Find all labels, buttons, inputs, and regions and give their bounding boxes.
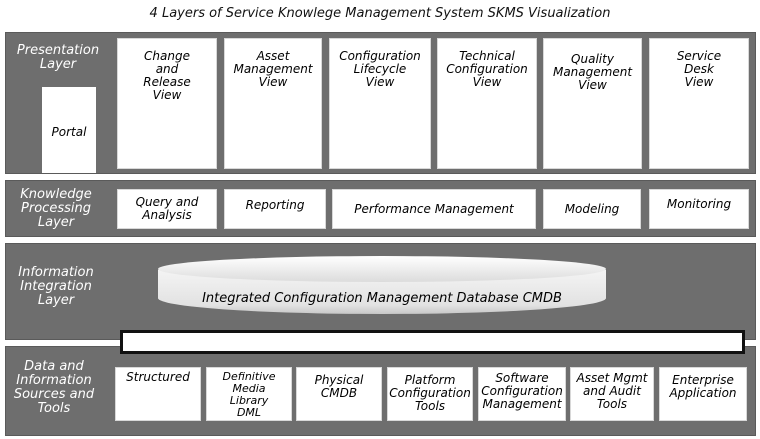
ds-physical-cmdb: Physical CMDB — [296, 367, 382, 421]
portal-box: Portal — [42, 87, 96, 173]
kp-query-analysis: Query and Analysis — [117, 189, 217, 229]
ds-software-configuration-management: Software Configuration Management — [478, 367, 566, 421]
cmdb-cylinder-top — [158, 256, 606, 282]
view-change-release: Change and Release View — [117, 38, 217, 169]
view-service-desk: Service Desk View — [649, 38, 749, 169]
view-configuration-lifecycle: Configuration Lifecycle View — [329, 38, 431, 169]
view-asset-management: Asset Management View — [224, 38, 322, 169]
kp-performance-management: Performance Management — [332, 189, 536, 229]
ds-structured: Structured — [115, 367, 201, 421]
diagram-title: 4 Layers of Service Knowlege Management … — [149, 6, 611, 21]
ds-enterprise-application: Enterprise Application — [659, 367, 747, 421]
ds-definitive-media-library: Definitive Media Library DML — [206, 367, 292, 421]
data-sources-layer-label: Data and Information Sources and Tools — [13, 359, 95, 416]
ds-asset-mgmt-audit-tools: Asset Mgmt and Audit Tools — [570, 367, 654, 421]
view-technical-configuration: Technical Configuration View — [437, 38, 537, 169]
presentation-layer-label: Presentation Layer — [16, 43, 100, 72]
information-integration-layer-label: Information Integration Layer — [18, 265, 94, 308]
kp-monitoring: Monitoring — [649, 189, 749, 229]
kp-reporting: Reporting — [224, 189, 326, 229]
ds-platform-configuration-tools: Platform Configuration Tools — [387, 367, 473, 421]
knowledge-processing-layer-label: Knowledge Processing Layer — [20, 187, 92, 230]
cmdb-label: Integrated Configuration Management Data… — [202, 291, 562, 306]
data-integration-bar — [120, 330, 745, 354]
kp-modeling: Modeling — [543, 189, 641, 229]
view-quality-management: Quality Management View — [543, 38, 642, 169]
